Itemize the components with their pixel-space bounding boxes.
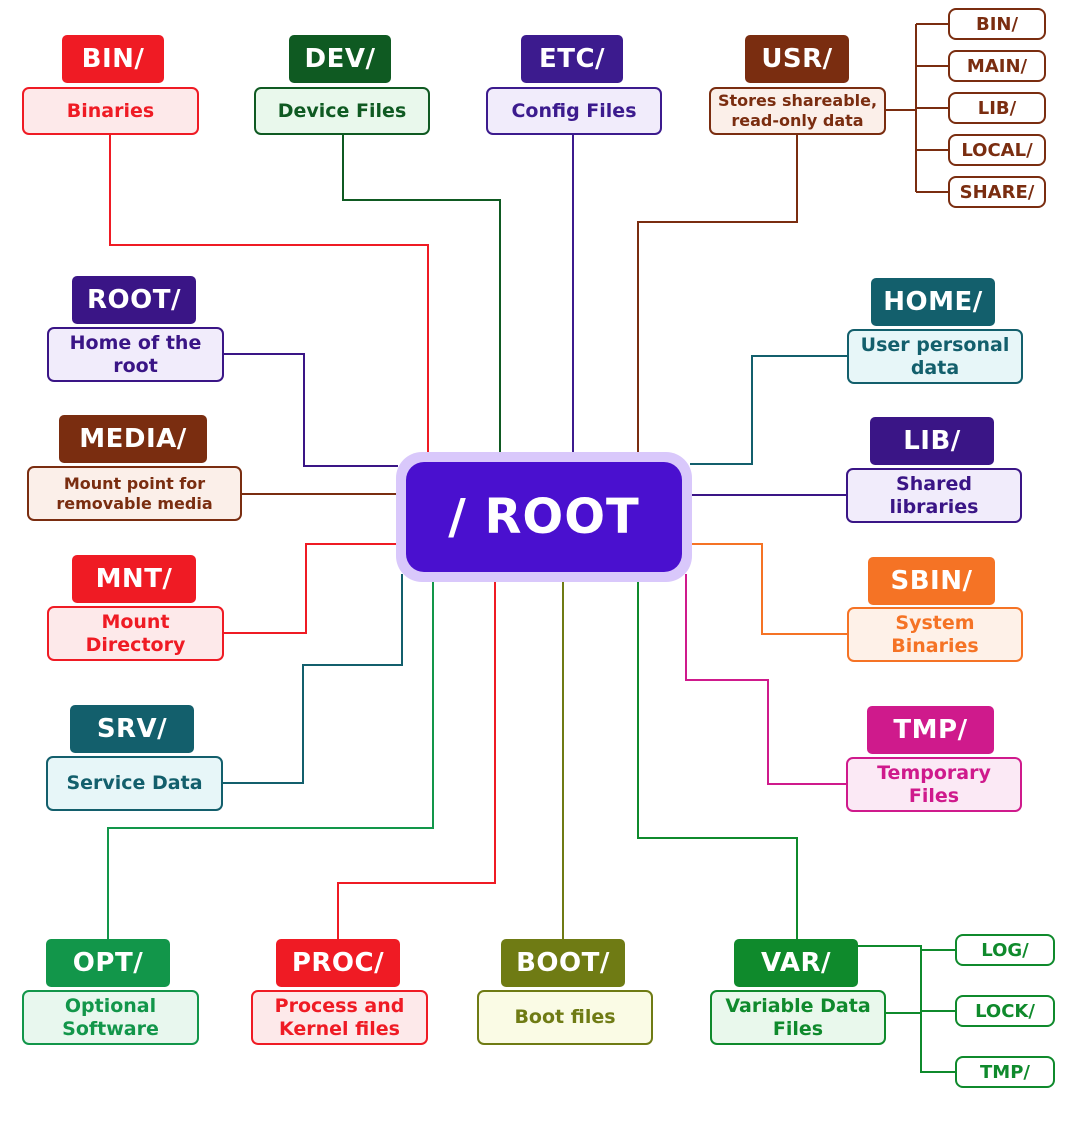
connector-proc <box>337 582 496 939</box>
connector-dev <box>342 135 501 452</box>
dir-tag-srv: SRV/ <box>70 705 194 753</box>
dir-description-proc: Process and Kernel files <box>251 990 428 1045</box>
usr-subdir-main[interactable]: MAIN/ <box>948 50 1046 82</box>
dir-description-sbin: System Binaries <box>847 607 1023 662</box>
var-subdir-tmp[interactable]: TMP/ <box>955 1056 1055 1088</box>
usr-subdir-share[interactable]: SHARE/ <box>948 176 1046 208</box>
dir-description-mnt: Mount Directory <box>47 606 224 661</box>
dir-description-var: Variable Data Files <box>710 990 886 1045</box>
connector-root <box>224 353 398 467</box>
dir-description-srv: Service Data <box>46 756 223 811</box>
dir-tag-dev: DEV/ <box>289 35 391 83</box>
connector-usr <box>637 135 798 452</box>
dir-tag-tmp: TMP/ <box>867 706 994 754</box>
connector-var <box>637 582 798 939</box>
dir-tag-lib: LIB/ <box>870 417 994 465</box>
dir-description-home: User personal data <box>847 329 1023 384</box>
usr-subdir-local[interactable]: LOCAL/ <box>948 134 1046 166</box>
dir-description-opt: Optional Software <box>22 990 199 1045</box>
dir-description-etc: Config Files <box>486 87 662 135</box>
dir-tag-sbin: SBIN/ <box>868 557 995 605</box>
connector-srv <box>223 574 403 784</box>
dir-tag-mnt: MNT/ <box>72 555 196 603</box>
usr-subdir-lib[interactable]: LIB/ <box>948 92 1046 124</box>
dir-tag-bin: BIN/ <box>62 35 164 83</box>
dir-tag-etc: ETC/ <box>521 35 623 83</box>
dir-tag-root: ROOT/ <box>72 276 196 324</box>
dir-description-usr: Stores shareable, read-only data <box>709 87 886 135</box>
dir-description-boot: Boot files <box>477 990 653 1045</box>
connector-tmp <box>685 574 846 785</box>
var-subdir-log[interactable]: LOG/ <box>955 934 1055 966</box>
dir-tag-usr: USR/ <box>745 35 849 83</box>
connector-sbin <box>690 543 847 635</box>
connector-mnt <box>224 543 398 634</box>
dir-description-tmp: Temporary Files <box>846 757 1022 812</box>
dir-tag-home: HOME/ <box>871 278 995 326</box>
connector-opt <box>107 582 434 939</box>
root-directory-label: / ROOT <box>406 462 682 572</box>
root-directory-node[interactable]: / ROOT <box>396 452 692 582</box>
dir-tag-proc: PROC/ <box>276 939 400 987</box>
dir-tag-boot: BOOT/ <box>501 939 625 987</box>
connector-bin <box>109 135 429 452</box>
dir-description-bin: Binaries <box>22 87 199 135</box>
dir-description-media: Mount point for removable media <box>27 466 242 521</box>
dir-description-root: Home of the root <box>47 327 224 382</box>
connector-home <box>690 355 847 465</box>
dir-description-lib: Shared libraries <box>846 468 1022 523</box>
dir-tag-var: VAR/ <box>734 939 858 987</box>
dir-tag-media: MEDIA/ <box>59 415 207 463</box>
var-subdir-lock[interactable]: LOCK/ <box>955 995 1055 1027</box>
dir-description-dev: Device Files <box>254 87 430 135</box>
usr-subdir-bin[interactable]: BIN/ <box>948 8 1046 40</box>
dir-tag-opt: OPT/ <box>46 939 170 987</box>
